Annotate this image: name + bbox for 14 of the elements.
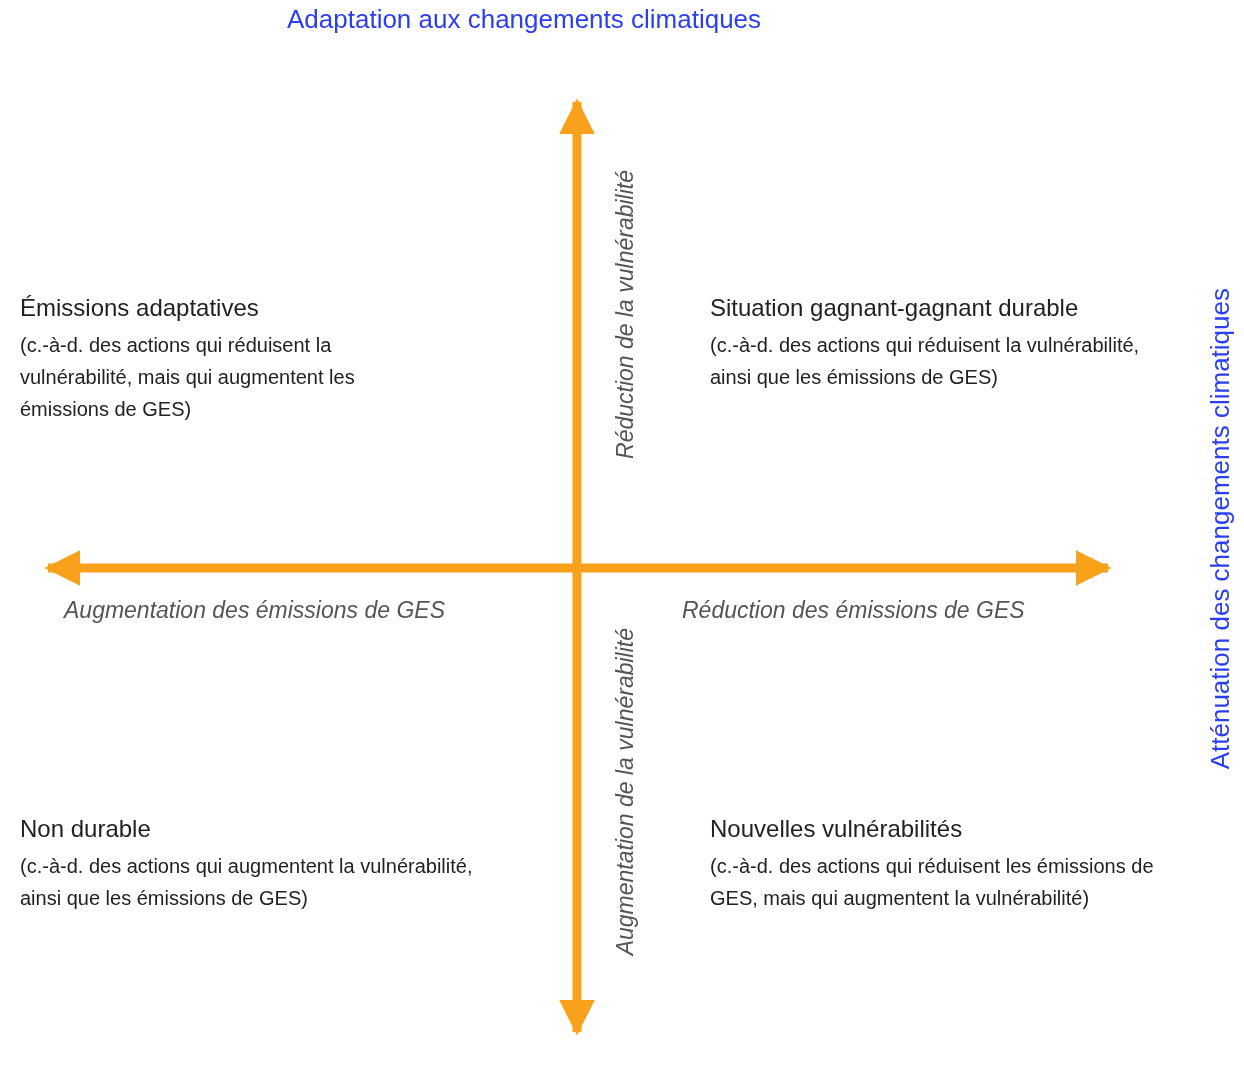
axis-label: Réduction des émissions de GES xyxy=(682,597,1025,624)
quadrant-description: (c.-à-d. des actions qui réduisent la vulnérabilité, ainsi que les émissions de GES) xyxy=(710,333,1141,390)
quadrant-heading: Émissions adaptatives xyxy=(20,294,259,322)
axis-label: Augmentation des émissions de GES xyxy=(64,597,445,624)
axis-title: Adaptation aux changements climatiques xyxy=(287,4,762,35)
axis-label: Augmentation de la vulnérabilité xyxy=(612,628,639,956)
quadrant-heading: Nouvelles vulnérabilités xyxy=(710,815,963,843)
quadrant-heading: Situation gagnant-gagnant durable xyxy=(710,294,1079,322)
quadrant-description: (c.-à-d. des actions qui augmentent la vulnérabilité, ainsi que les émissions de GES) xyxy=(20,854,474,911)
axis-label: Réduction de la vulnérabilité xyxy=(612,170,639,459)
quadrant-description: (c.-à-d. des actions qui réduisent la vulnérabilité, mais qui augmentent les émissions de GES) xyxy=(20,333,356,422)
quadrant-heading: Non durable xyxy=(20,815,151,843)
quadrant-description: (c.-à-d. des actions qui réduisent les émissions de GES, mais qui augmentent la vulnérabilité) xyxy=(710,854,1155,911)
axis-title: Atténuation des changements climatiques xyxy=(1205,288,1236,770)
